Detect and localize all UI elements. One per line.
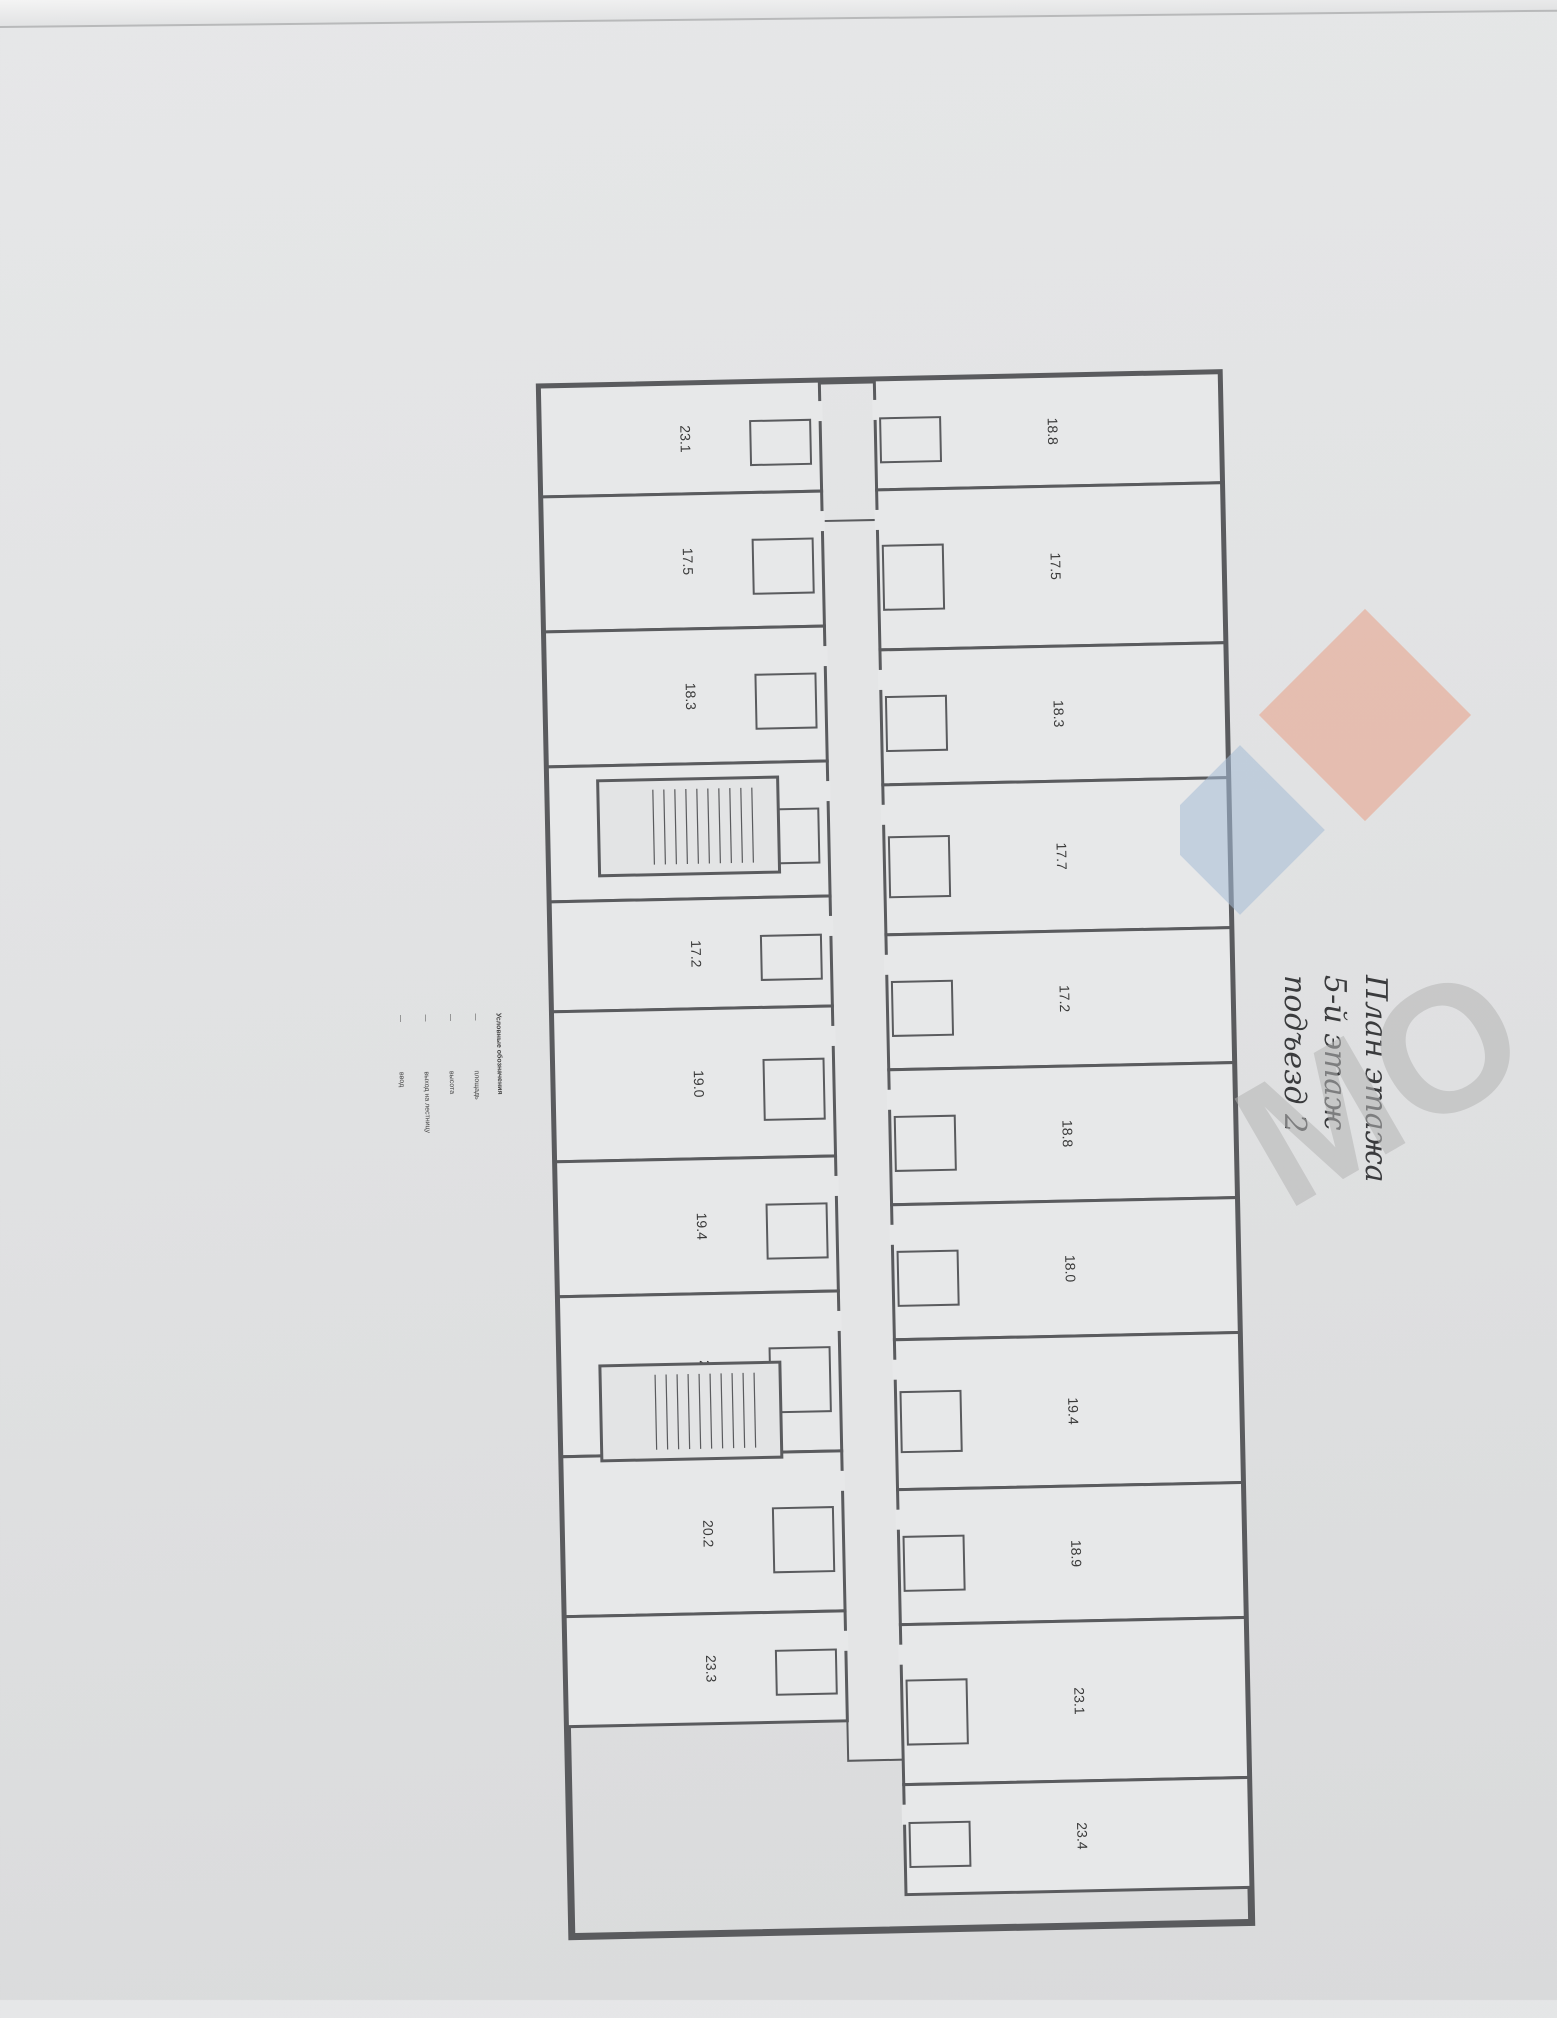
left-room-area-label: 23.1 [677, 425, 694, 453]
watermark-orange-square [1259, 609, 1471, 821]
left-room-area-label: 23.3 [703, 1655, 720, 1683]
right-room-area-label: 18.8 [1059, 1120, 1076, 1148]
watermark-blue-square [1180, 745, 1325, 915]
right-room-area-label: 17.2 [1057, 985, 1074, 1013]
watermark-logo: МО [1180, 600, 1557, 1300]
left-room-area-label: 17.2 [688, 940, 705, 968]
right-room-area-label: 23.1 [1071, 1687, 1088, 1715]
right-room-area-label: 17.7 [1054, 842, 1071, 870]
right-room-area-label: 18.0 [1062, 1255, 1079, 1283]
left-room-area-label: 17.5 [680, 548, 697, 576]
right-room-area-label: 18.9 [1068, 1540, 1085, 1568]
legend-row: —высота [445, 1014, 457, 1133]
right-room-area-label: 17.5 [1047, 552, 1064, 580]
right-room-area-label: 19.4 [1065, 1397, 1082, 1425]
right-room-area-label: 18.3 [1051, 700, 1068, 728]
left-room-area-label: 20.2 [700, 1520, 717, 1548]
legend-row: —ввод [395, 1015, 407, 1134]
left-room-area-label: 18.3 [683, 683, 700, 711]
legend: Условные обозначения —площадь —высота —в… [379, 1013, 505, 1134]
legend-row: —выход на лестницу [420, 1014, 432, 1133]
floor-plan: 23.117.518.320.617.219.019.420.120.223.3… [519, 362, 1272, 1947]
left-room-area-label: 19.4 [694, 1212, 711, 1240]
right-room-area-label: 23.4 [1074, 1822, 1091, 1850]
legend-header: Условные обозначения [493, 1013, 505, 1132]
legend-row: —площадь [470, 1013, 482, 1132]
watermark-letters: МО [1205, 927, 1557, 1246]
left-room-area-label: 19.0 [691, 1070, 708, 1098]
right-room-area-label: 18.8 [1045, 417, 1062, 445]
